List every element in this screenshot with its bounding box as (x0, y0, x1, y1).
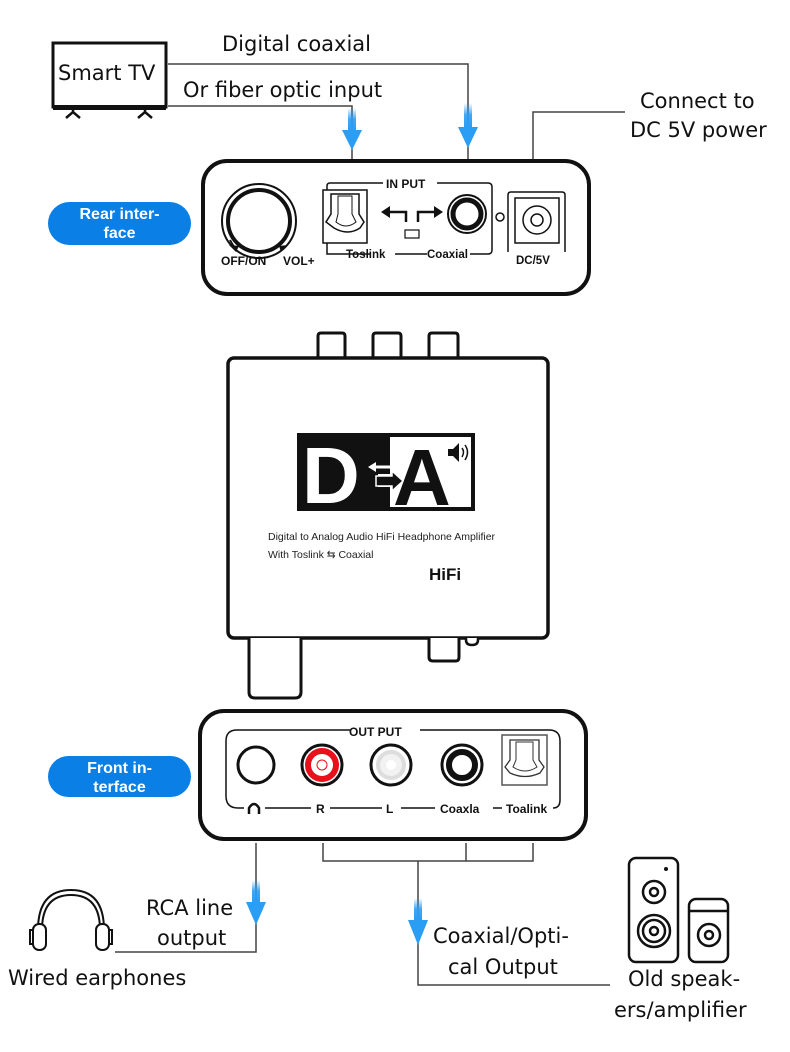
input-title: IN PUT (386, 177, 426, 191)
coaxial-label: Coaxial (427, 249, 468, 261)
rca-arrow-icon (246, 880, 266, 925)
coax-optical-label-line2: cal Output (448, 955, 558, 979)
coax-arrow-icon (458, 103, 478, 148)
coax-optical-label-line1: Coaxial/Opti- (433, 924, 569, 948)
speaker-sound-icon (448, 443, 469, 462)
tv-icon (51, 41, 168, 119)
knob-off-on-label: OFF/ON (221, 254, 266, 268)
power-connection-line (532, 111, 625, 162)
coaxial-input-port (447, 194, 487, 234)
rca-label-line2: output (157, 926, 227, 950)
coax-output-label: Coaxla (440, 802, 480, 816)
speakers-icon (627, 856, 730, 964)
right-label: R (316, 802, 325, 816)
logo-letter-a: A (393, 433, 451, 522)
knob-vol-label: VOL+ (283, 254, 315, 268)
headphone-connection-line (115, 843, 257, 953)
toslink-output-label: Toalink (506, 802, 547, 816)
rear-badge-line1: Rear inter- (79, 206, 160, 223)
dac-device: D A (226, 331, 550, 700)
logo-arrows-icon (368, 462, 405, 493)
rear-interface-badge: Rear inter- face (48, 202, 191, 245)
logo-letter-d: D (302, 431, 360, 520)
power-label-line2: DC 5V power (630, 118, 767, 142)
rca-right-port (300, 743, 344, 787)
fiber-label: Or fiber optic input (183, 78, 383, 102)
toslink-label: Toslink (346, 249, 386, 261)
headphone-jack (236, 745, 276, 785)
front-panel: OUT PUT R L Coaxla Toalink (198, 709, 588, 841)
dc-label: DC/5V (516, 255, 550, 267)
dc-jack (507, 191, 566, 252)
earphones-label: Wired earphones (8, 966, 187, 990)
device-description-line1: Digital to Analog Audio HiFi Headphone A… (268, 531, 496, 543)
front-badge-line1: Front in- (87, 760, 152, 777)
coax-optical-arrow-icon (408, 898, 428, 945)
rear-panel: OFF/ON VOL+ IN PUT Toslink Coaxial DC/5V (201, 159, 591, 296)
device-description-line2: With Toslink ⇆ Coaxial (268, 549, 374, 561)
rca-label-line1: RCA line (146, 896, 234, 920)
hifi-label: HiFi (429, 565, 462, 584)
front-interface-badge: Front in- terface (48, 756, 191, 797)
speakers-label-line1: Old speak- (628, 967, 741, 991)
coax-label: Digital coaxial (222, 32, 372, 56)
rear-badge-line2: face (103, 225, 136, 242)
rca-left-port (369, 743, 413, 787)
toslink-port (322, 189, 368, 244)
switch-slot (404, 229, 420, 239)
fiber-connection-line (168, 105, 353, 160)
output-title: OUT PUT (349, 725, 402, 739)
indicator-led (495, 212, 505, 222)
switch-arrows-icon (388, 210, 436, 222)
left-label: L (386, 802, 393, 816)
coax-output-port (440, 743, 484, 787)
dac-logo: D A (297, 431, 475, 522)
volume-knob (221, 183, 297, 259)
tv-label: Smart TV (58, 61, 156, 85)
fiber-arrow-icon (342, 108, 362, 150)
headphones-icon (29, 888, 113, 951)
front-badge-line2: terface (93, 779, 146, 796)
speakers-label-line2: ers/amplifier (614, 998, 747, 1022)
headphone-symbol-icon (247, 802, 261, 814)
power-label-line1: Connect to (640, 89, 755, 113)
toslink-output-port (501, 734, 548, 786)
